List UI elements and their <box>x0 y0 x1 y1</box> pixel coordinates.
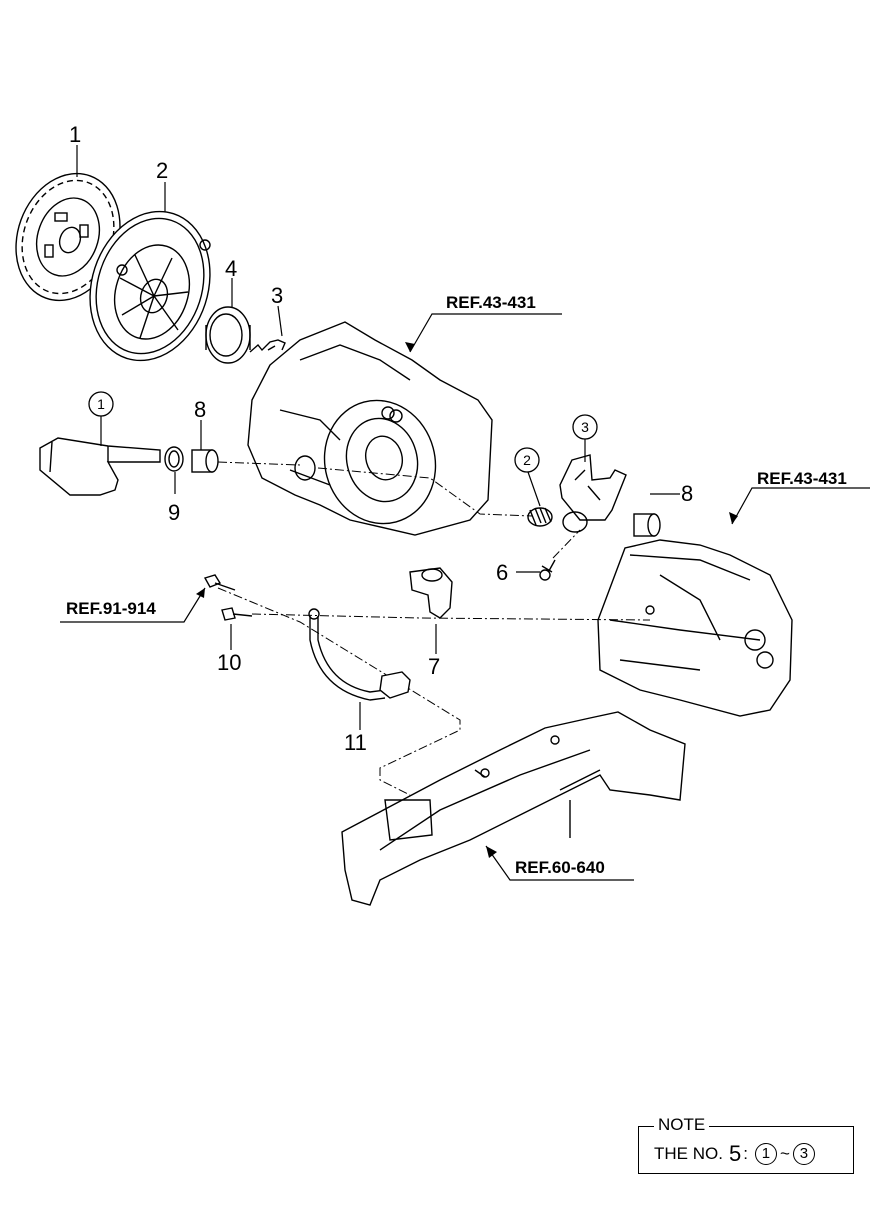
ref-label-top: REF.43-431 <box>446 293 536 312</box>
svg-text:1: 1 <box>97 396 105 412</box>
callout-1: 1 <box>69 122 81 147</box>
callout-3: 3 <box>271 283 283 308</box>
note-prefix: THE NO. <box>654 1144 723 1163</box>
callout-2: 2 <box>156 158 168 183</box>
release-fork <box>559 454 627 533</box>
clutch-hose <box>308 608 411 701</box>
note-title: NOTE <box>654 1114 710 1136</box>
circled-callout-2: 2 <box>514 447 540 473</box>
note-tilde: ~ <box>779 1144 790 1163</box>
bolt-10-upper <box>203 574 236 591</box>
note-circled-from: 1 <box>754 1143 777 1165</box>
circled-callout-3: 3 <box>572 414 598 440</box>
release-clip <box>249 339 286 353</box>
note-circled-to: 3 <box>792 1143 815 1165</box>
note-number: 5 <box>728 1141 742 1166</box>
bolt-10-lower <box>221 607 253 621</box>
bushing-right <box>633 513 661 537</box>
body-frame <box>341 711 686 906</box>
bushing-left <box>191 449 219 473</box>
svg-text:3: 3 <box>581 419 589 435</box>
note-box <box>638 1126 854 1174</box>
pressure-plate <box>89 210 211 362</box>
ref-label-bottom: REF.60-640 <box>515 858 605 877</box>
oil-seal <box>164 446 184 472</box>
bracket <box>409 567 453 619</box>
callout-4: 4 <box>225 256 237 281</box>
callout-7: 7 <box>428 654 440 679</box>
callout-8-left: 8 <box>194 397 206 422</box>
ref-label-right: REF.43-431 <box>757 469 847 488</box>
note-colon: : <box>743 1144 748 1163</box>
callout-6: 6 <box>496 560 508 585</box>
note-body: THE NO. 5 : 1 ~ 3 <box>654 1142 818 1166</box>
svg-text:2: 2 <box>523 452 531 468</box>
bolt-6 <box>539 559 556 581</box>
callout-8-right: 8 <box>681 481 693 506</box>
transaxle-right <box>597 539 793 717</box>
release-fork-shaft <box>39 437 161 496</box>
callout-9: 9 <box>168 500 180 525</box>
circled-callout-1: 1 <box>88 391 114 417</box>
ref-label-left: REF.91-914 <box>66 599 156 618</box>
release-bearing <box>205 306 251 364</box>
transaxle-housing <box>247 321 493 536</box>
callout-10: 10 <box>217 650 241 675</box>
callout-11: 11 <box>344 730 367 755</box>
return-spring <box>527 507 553 527</box>
